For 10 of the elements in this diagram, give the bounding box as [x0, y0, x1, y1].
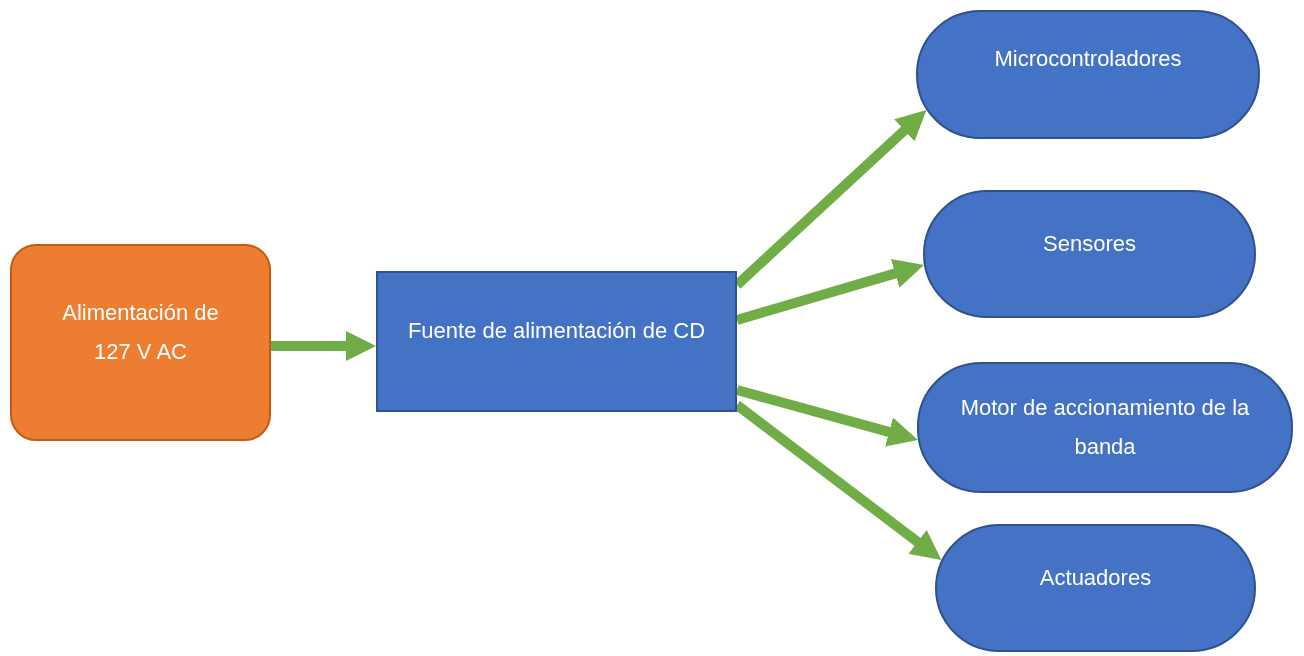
node-label: Alimentación de 127 V AC	[61, 299, 220, 366]
arrow	[271, 331, 376, 361]
power-source-box	[10, 244, 271, 441]
node-label: Fuente de alimentación de CD	[407, 317, 706, 346]
node-label: Microcontroladores	[994, 45, 1182, 74]
node-label: Sensores	[1043, 229, 1136, 258]
node-label: Actuadores	[1039, 563, 1152, 592]
component-box	[935, 524, 1256, 652]
process-box	[376, 271, 737, 412]
node-label: Motor de accionamiento de la banda	[959, 394, 1251, 461]
